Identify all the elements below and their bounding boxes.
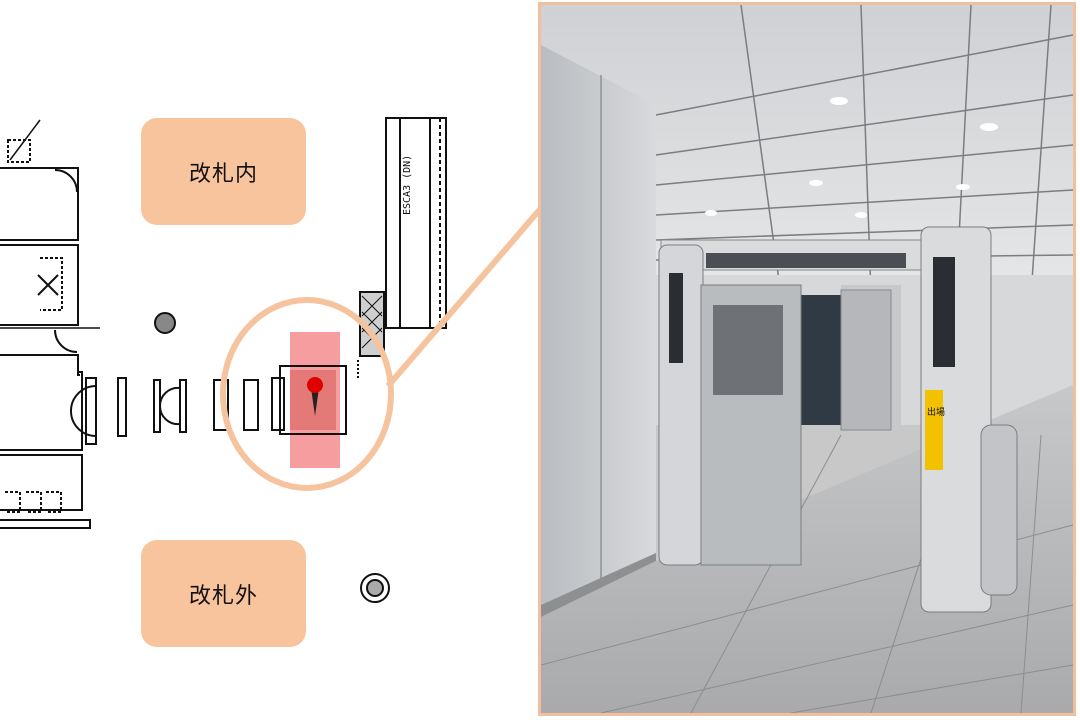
ticket-gate-photo: 出場 bbox=[541, 5, 1073, 713]
ticket-gate: 出場 bbox=[658, 226, 1018, 613]
location-pin-icon bbox=[307, 377, 323, 416]
outside-gate-label: 改札外 bbox=[141, 540, 306, 647]
inside-gate-label: 改札内 bbox=[141, 118, 306, 225]
wall-segment bbox=[0, 167, 79, 241]
callout-circle bbox=[220, 297, 394, 491]
escalator-label: ESCA3 (DN) bbox=[402, 155, 413, 215]
callout-line bbox=[385, 198, 551, 388]
gate-exit-sign: 出場 bbox=[927, 406, 945, 418]
station-photo: 出場 bbox=[538, 2, 1076, 716]
floor-plan-drawing: ESCA3 (DN) bbox=[0, 117, 551, 613]
floor-plan: ESCA3 (DN) 改札内 改札外 bbox=[0, 0, 551, 720]
